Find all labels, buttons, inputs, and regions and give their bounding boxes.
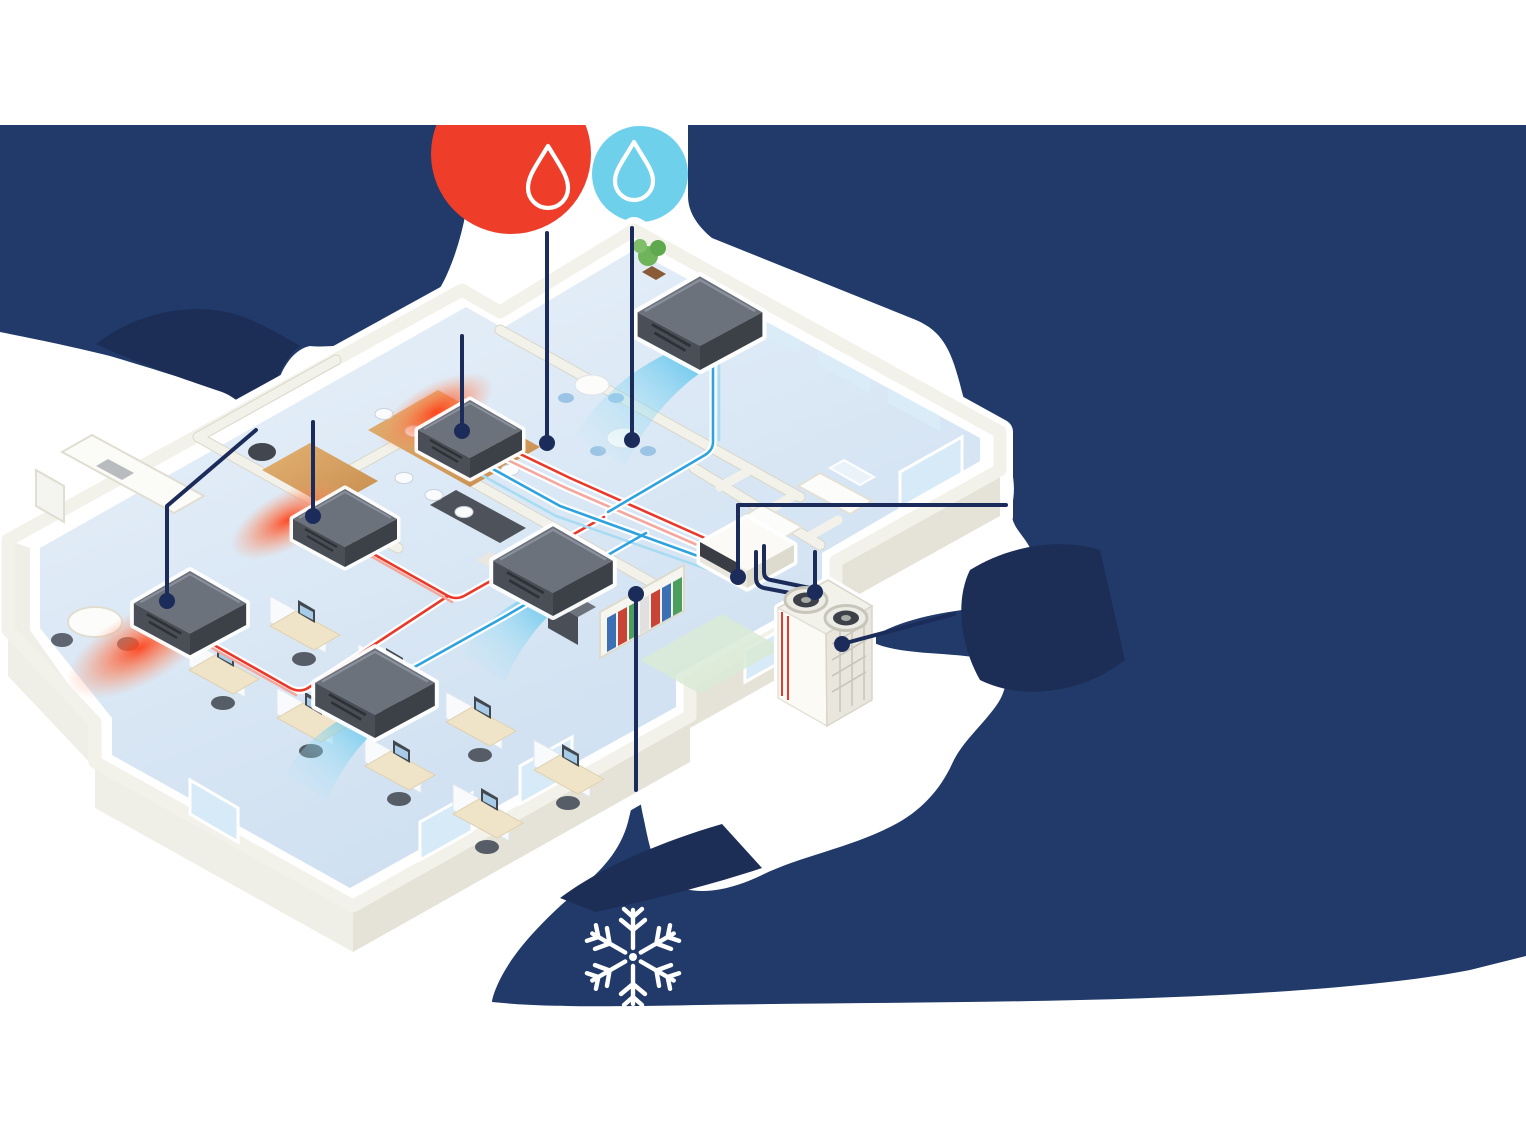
snowflake-icon [585,909,680,1005]
callout-line-bs-unit [736,503,1008,577]
callout-dot [454,423,470,439]
heating-droplet-icon [525,143,571,211]
outdoor-unit-grille [831,616,867,712]
wall-face-sw-office [95,762,353,952]
navy-blob-right [492,125,1526,1007]
wall-face-se-office [353,716,690,952]
wall-face-w [8,540,95,768]
cooling-pipes [394,351,746,680]
navy-blob-dark-accent-2 [961,544,1125,692]
callout-dot [628,586,644,602]
callout-dot [159,593,175,609]
callout-dot [539,435,555,451]
callout-dot [305,508,321,524]
navy-blob-shapes [0,125,1526,1006]
callout-lines [159,226,1008,792]
outdoor-unit-fan [823,604,869,632]
window [888,388,940,431]
window [818,350,870,393]
window [898,434,964,511]
heat-glow [378,372,494,452]
utility-floor [640,614,782,694]
callout-dot [730,569,746,585]
building [0,217,1013,965]
top-crop-mask [0,0,1526,125]
callout-dot [624,432,640,448]
outdoor-unit [774,576,876,730]
navy-blob-dark-accent-1 [560,824,762,912]
window [188,777,240,845]
callout-line-lounge-unit [165,428,258,601]
callout-line-outdoor-unit [840,612,956,646]
cooling-droplet-icon [612,139,656,203]
cool-airflow [575,340,718,465]
callout-dot [834,636,850,652]
cooling-water-badge [592,126,688,222]
plant [633,239,666,280]
kitchen [35,433,207,524]
heat-glow [230,480,346,560]
callout-dot [807,584,823,600]
